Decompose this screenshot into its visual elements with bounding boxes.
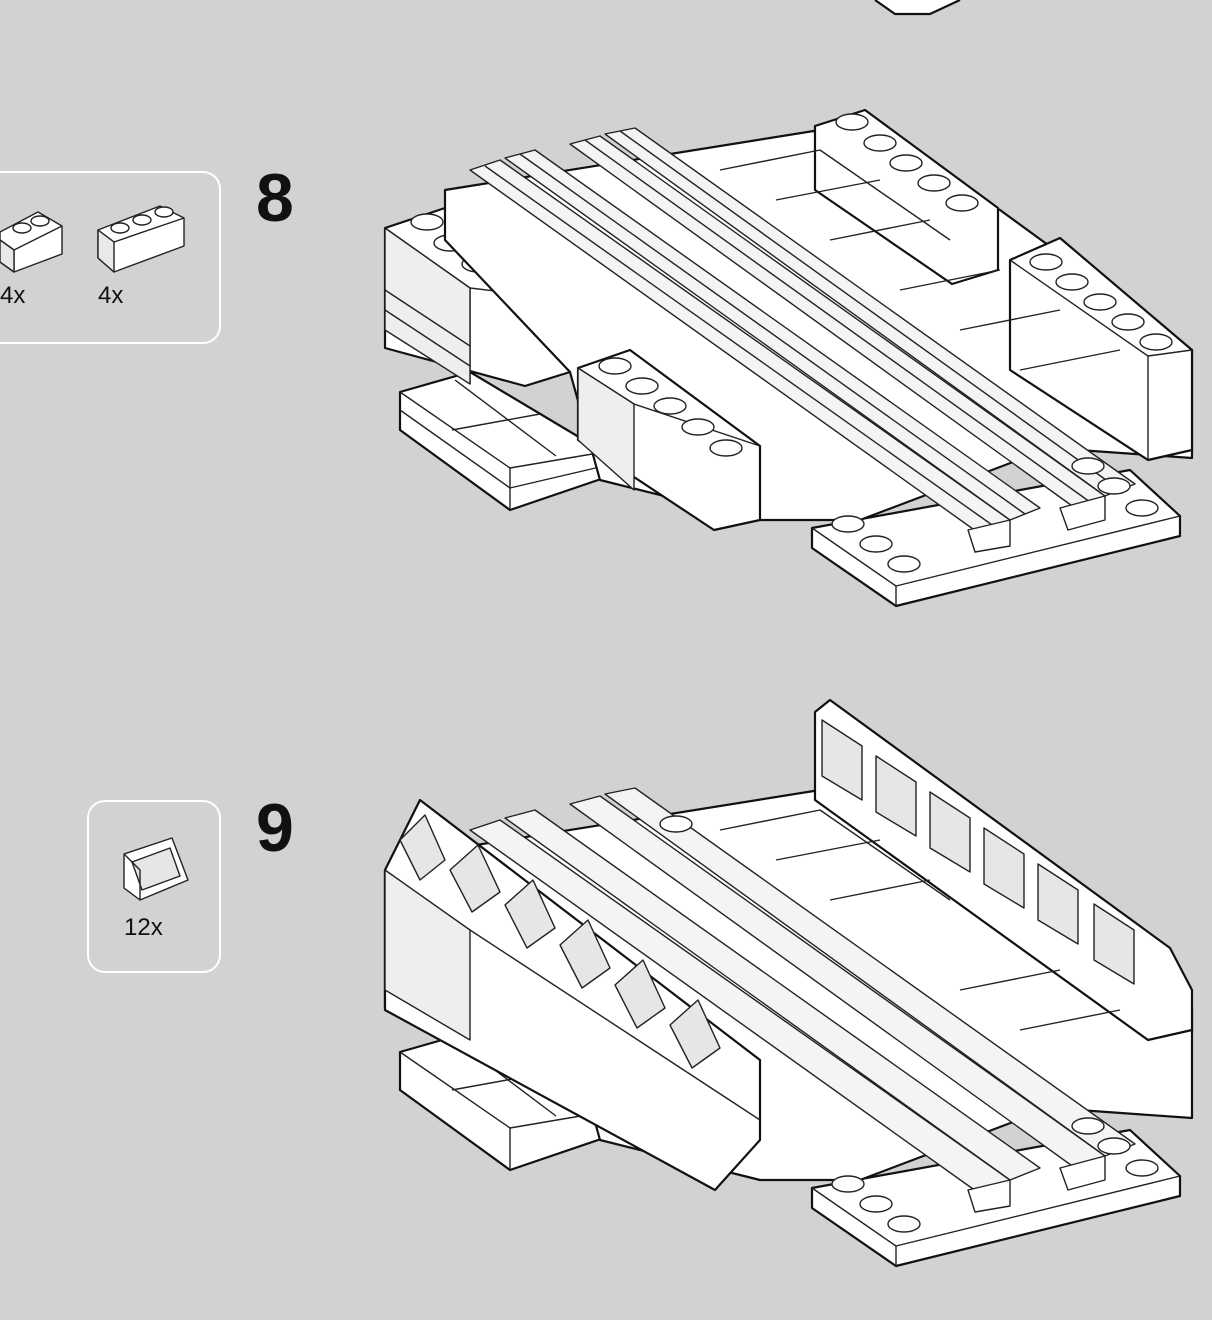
slope-window-icon — [123, 837, 189, 901]
part-quantity: 4x — [0, 282, 26, 309]
part-quantity: 4x — [98, 282, 124, 309]
part-quantity: 12x — [124, 914, 163, 941]
step-8-parts-box — [0, 171, 221, 344]
step-number: 8 — [256, 160, 294, 236]
brick-1x3-icon — [97, 205, 185, 273]
brick-1x2-icon — [0, 211, 63, 273]
step-9-parts-box — [87, 800, 221, 973]
step-number: 9 — [256, 790, 294, 866]
